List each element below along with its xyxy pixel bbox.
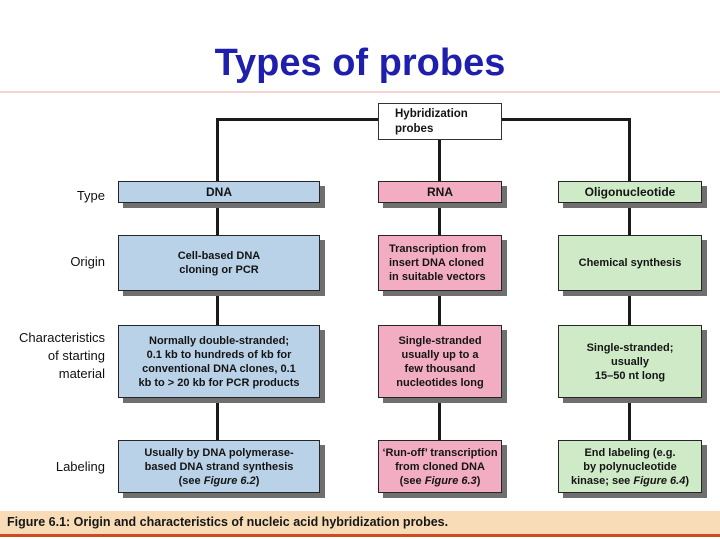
- dna-labeling-text: Usually by DNA polymerase- based DNA str…: [144, 446, 294, 473]
- oligonucleotide-type-box: Oligonucleotide: [558, 181, 702, 203]
- connector-line: [628, 291, 631, 325]
- caption-rule: [0, 534, 720, 537]
- row-label-origin: Origin: [70, 254, 105, 269]
- rna-labeling-text: ‘Run-off’ transcription from cloned DNA: [382, 446, 498, 473]
- connector-line: [216, 118, 378, 121]
- figure-caption: Figure 6.1: Origin and characteristics o…: [0, 511, 720, 534]
- connector-line: [438, 398, 441, 440]
- dna-type-box: DNA: [118, 181, 320, 203]
- connector-line: [216, 118, 219, 181]
- oligonucleotide-origin-box: Chemical synthesis: [558, 235, 702, 291]
- row-label-characteristics: Characteristics of starting material: [19, 330, 105, 381]
- rna-labeling-box: ‘Run-off’ transcription from cloned DNA(…: [378, 440, 502, 493]
- dna-characteristics-box: Normally double-stranded; 0.1 kb to hund…: [118, 325, 320, 398]
- rna-labeling-figure-ref: (see Figure 6.3): [399, 474, 481, 487]
- row-label-type: Type: [76, 188, 105, 203]
- page-title: Types of probes: [214, 42, 506, 84]
- hybridization-probes-box: Hybridization probes: [378, 103, 502, 140]
- rna-characteristics-box: Single-stranded usually up to a few thou…: [378, 325, 502, 398]
- dna-origin-box: Cell-based DNA cloning or PCR: [118, 235, 320, 291]
- connector-line: [502, 118, 631, 121]
- oligonucleotide-characteristics-box: Single-stranded; usually 15–50 nt long: [558, 325, 702, 398]
- connector-line: [628, 398, 631, 440]
- rna-type-box: RNA: [378, 181, 502, 203]
- connector-line: [216, 291, 219, 325]
- connector-line: [216, 203, 219, 235]
- oligonucleotide-labeling-text: End labeling (e.g. by polynucleotide: [583, 446, 677, 473]
- row-label-labeling: Labeling: [55, 459, 105, 474]
- connector-line: [438, 291, 441, 325]
- oligonucleotide-labeling-figure-ref: kinase; see Figure 6.4): [570, 474, 689, 487]
- connector-line: [216, 398, 219, 440]
- connector-line: [438, 203, 441, 235]
- connector-line: [628, 203, 631, 235]
- dna-labeling-box: Usually by DNA polymerase- based DNA str…: [118, 440, 320, 493]
- connector-line: [438, 140, 441, 181]
- rna-origin-box: Transcription from insert DNA cloned in …: [378, 235, 502, 291]
- connector-line: [628, 118, 631, 181]
- figure-top-edge: [0, 91, 720, 93]
- dna-labeling-figure-ref: (see Figure 6.2): [178, 474, 260, 487]
